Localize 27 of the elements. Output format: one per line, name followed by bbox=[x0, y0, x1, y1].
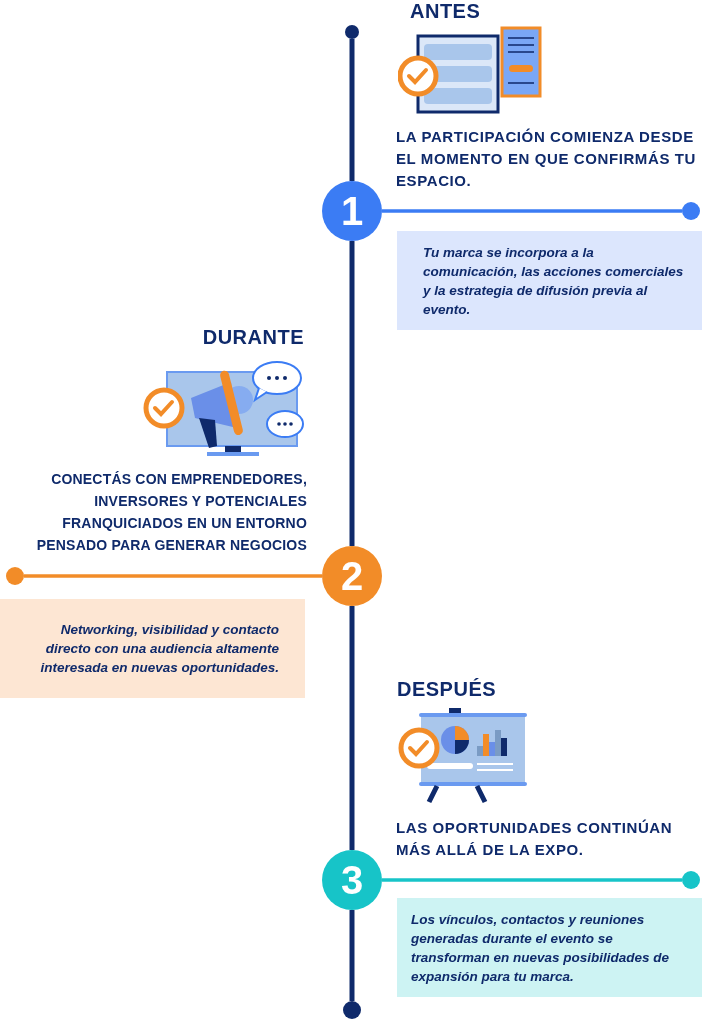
timeline-dot bbox=[343, 1001, 361, 1019]
connector-line bbox=[382, 209, 682, 213]
description-card bbox=[397, 898, 702, 997]
phase-heading: DESPUÉS bbox=[397, 678, 498, 701]
connector-line bbox=[349, 910, 355, 1001]
connector-line bbox=[349, 39, 355, 181]
description-card bbox=[397, 231, 702, 330]
description-text: Los vínculos, contactos y reuniones generadas durante el evento se transforman en nuevas posibilidades de expansión para tu marca. bbox=[411, 910, 671, 986]
step-number-circle: 1 bbox=[322, 181, 382, 241]
timeline-dot bbox=[682, 202, 700, 220]
description-text: Networking, visibilidad y contacto directo con una audiencia altamente interesada en nuevas oportunidades. bbox=[39, 621, 279, 677]
connector-line bbox=[382, 878, 682, 882]
step-number-circle: 2 bbox=[322, 546, 382, 606]
connector-line bbox=[24, 574, 322, 578]
timeline-dot bbox=[345, 25, 359, 39]
phase-heading: DURANTE bbox=[201, 326, 304, 349]
step-number-circle: 3 bbox=[322, 850, 382, 910]
connector-line bbox=[349, 606, 355, 850]
phase-statement: LAS OPORTUNIDADES CONTINÚAN MÁS ALLÁ DE LA EXPO. bbox=[396, 818, 674, 860]
phase-statement: CONECTÁS CON EMPRENDEDORES, INVERSORES Y POTENCIALES FRANQUICIADOS EN UN ENTORNO PENSADO PARA GENERAR NEGOCIOS bbox=[35, 470, 307, 555]
description-text: Tu marca se incorpora a la comunicación, las acciones comerciales y la estrategia de difusión previa al evento. bbox=[423, 243, 684, 319]
timeline-dot bbox=[6, 567, 24, 585]
description-card bbox=[0, 599, 305, 698]
phase-statement: LA PARTICIPACIÓN COMIENZA DESDE EL MOMENTO EN QUE CONFIRMÁS TU ESPACIO. bbox=[396, 127, 697, 191]
connector-line bbox=[349, 241, 355, 546]
phase-heading: ANTES bbox=[410, 0, 482, 23]
timeline-dot bbox=[682, 871, 700, 889]
